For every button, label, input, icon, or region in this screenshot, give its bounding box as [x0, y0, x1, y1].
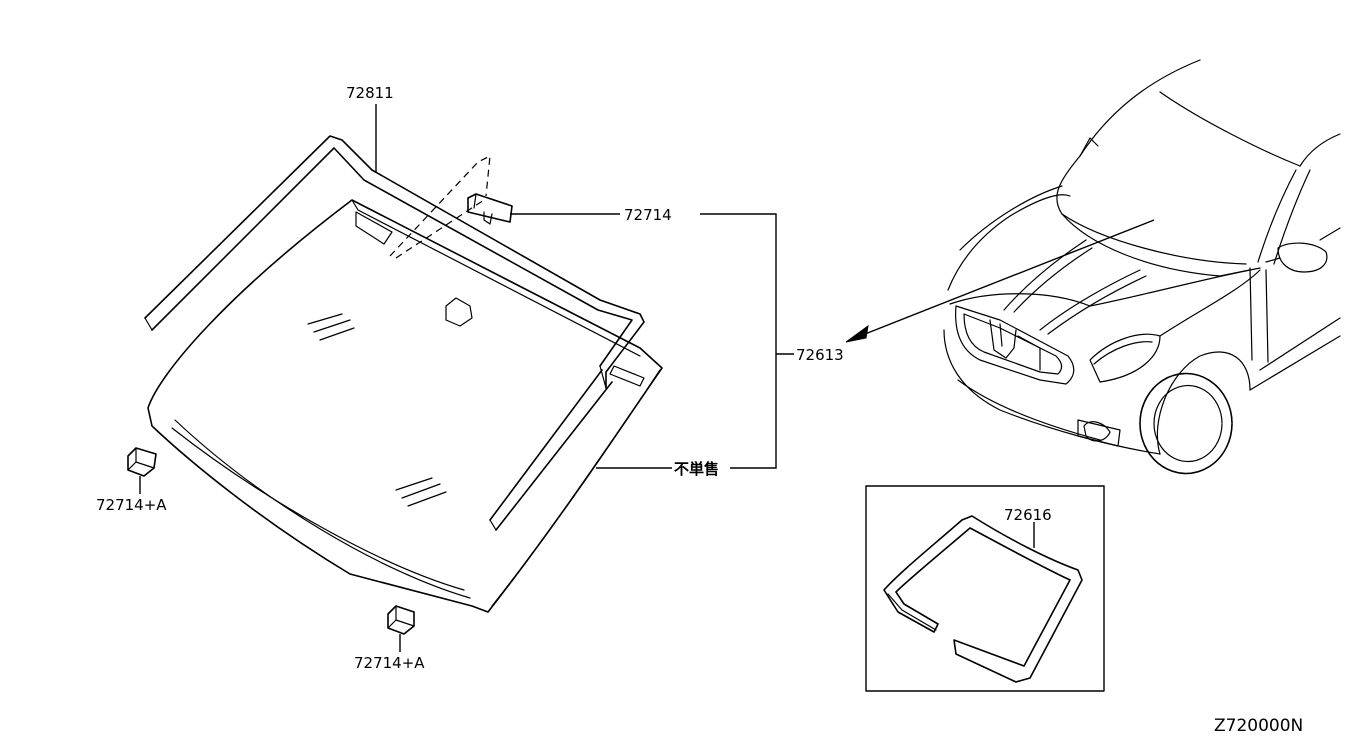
label-not-sold-separately: 不単售	[674, 460, 719, 478]
clip-left	[127, 447, 157, 477]
clip-top	[467, 193, 513, 225]
label-72613: 72613	[796, 346, 844, 364]
diagram-code: Z720000N	[1214, 716, 1303, 736]
location-arrow	[845, 219, 1155, 343]
label-72616: 72616	[1004, 506, 1052, 524]
label-72811: 72811	[346, 84, 394, 102]
label-72714-top: 72714	[624, 206, 672, 224]
clip-position-dashes	[389, 154, 491, 259]
dam-rubber-inset	[865, 485, 1105, 692]
label-72714a-left: 72714+A	[96, 496, 167, 514]
upper-molding	[144, 135, 645, 531]
label-72714a-bottom: 72714+A	[354, 654, 425, 672]
windshield-glass	[147, 199, 663, 613]
car-illustration	[943, 59, 1341, 475]
clip-bottom	[387, 605, 415, 635]
leader-lines	[139, 104, 1035, 652]
